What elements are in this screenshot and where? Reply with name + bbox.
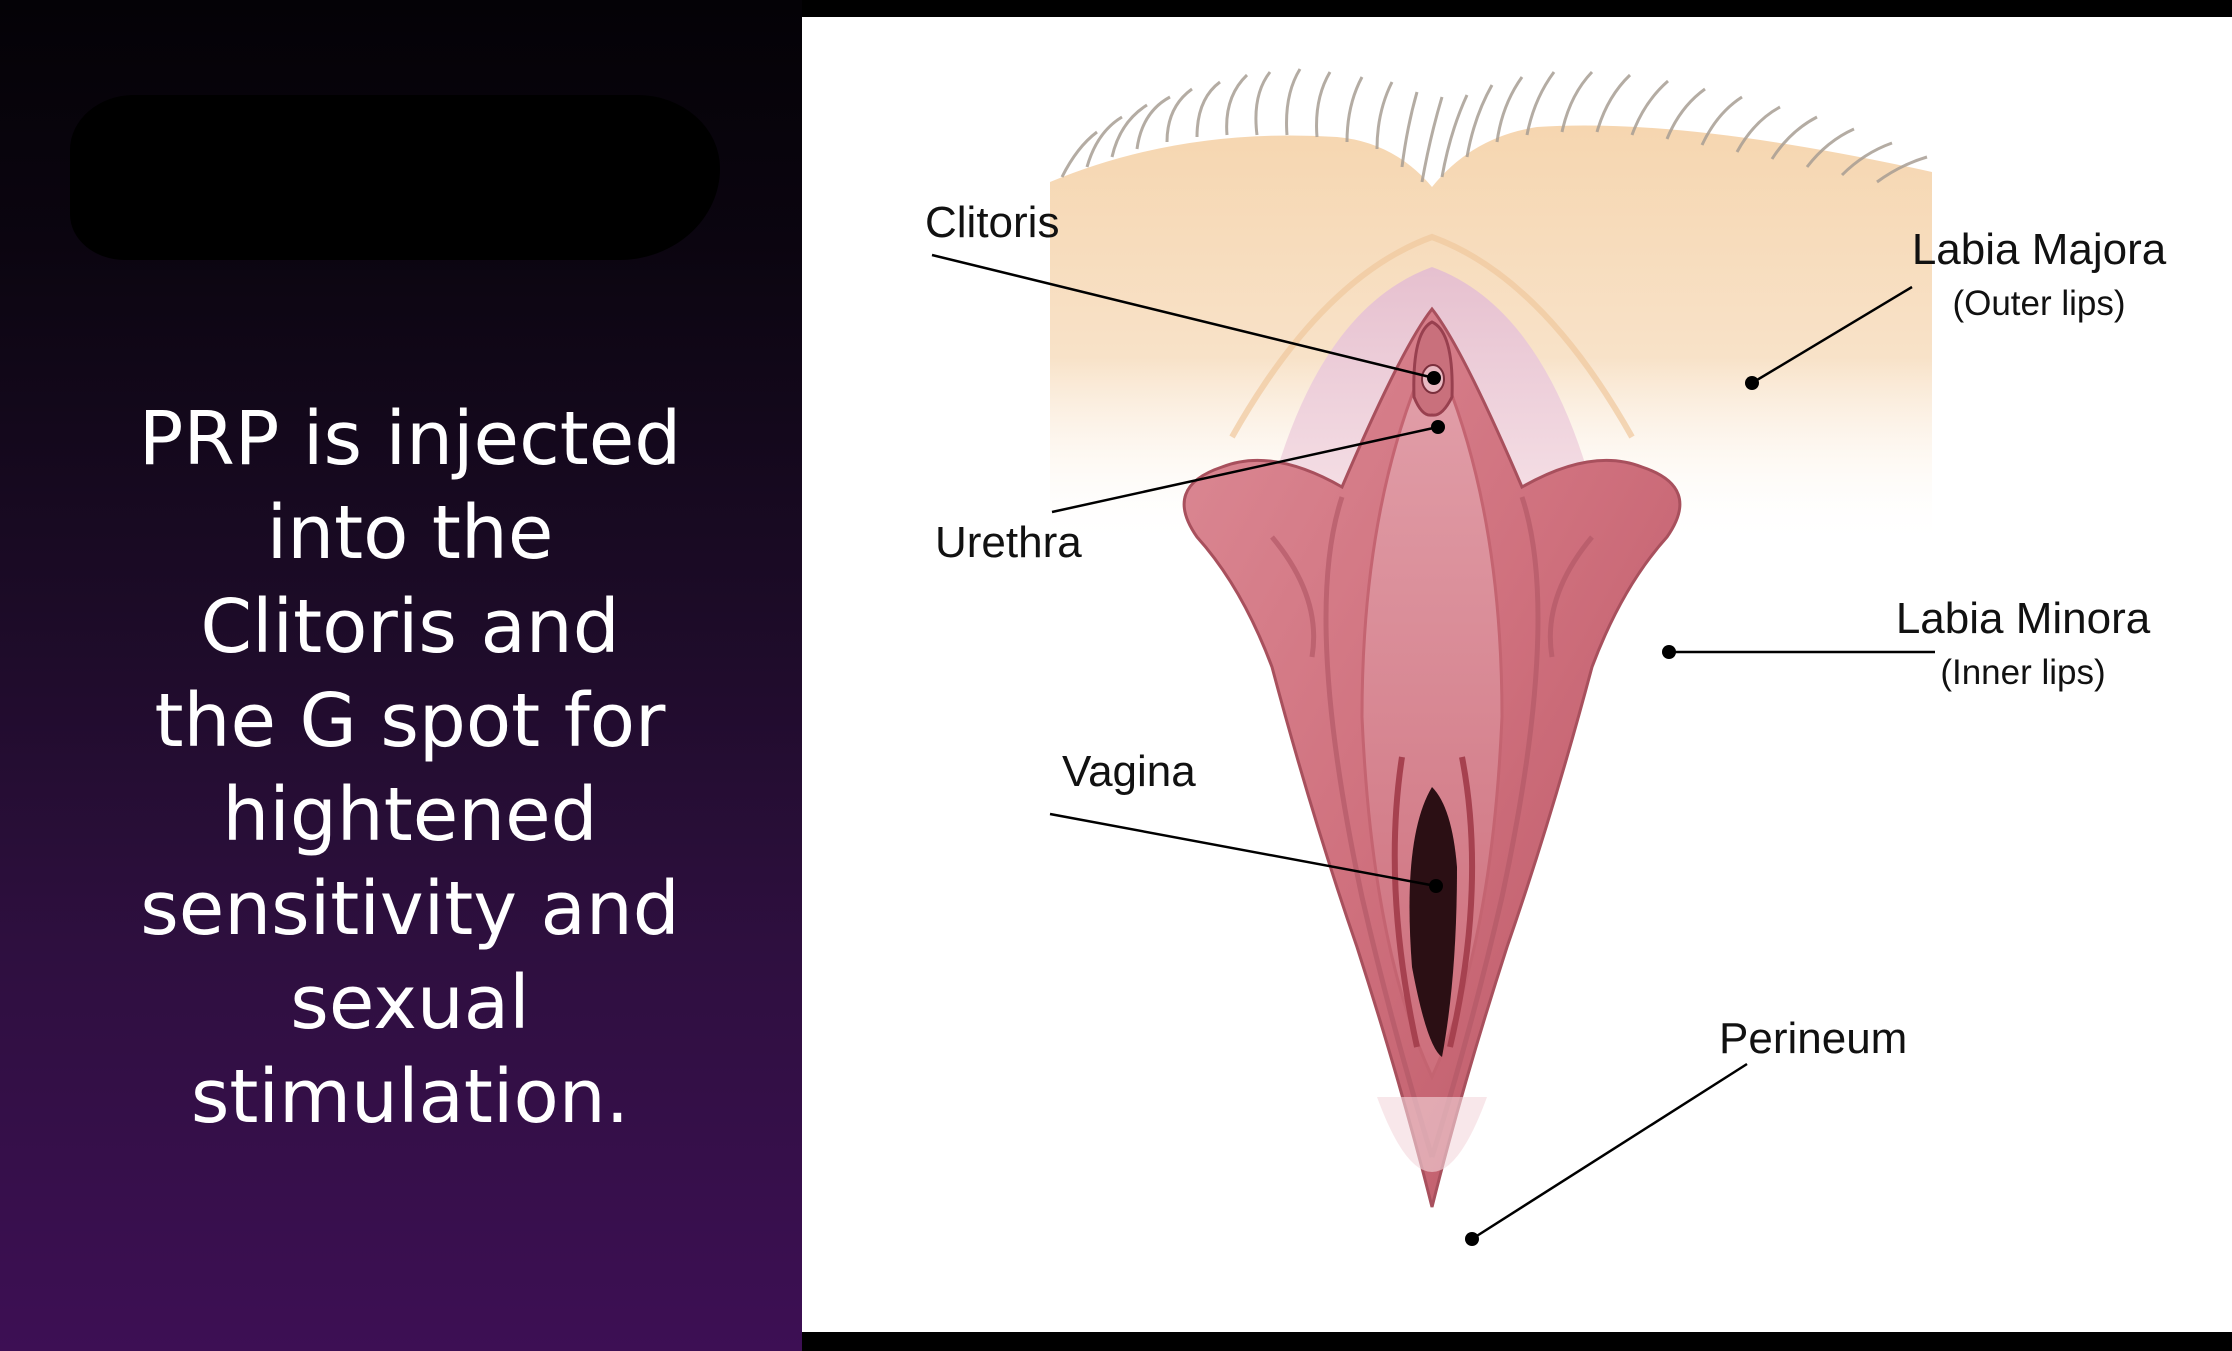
label-perineum: Perineum [1719,1014,1907,1063]
body-line: sexual [290,960,530,1046]
redacted-title [70,95,720,260]
text-panel: PRP is injected into the Clitoris and th… [0,0,802,1351]
leader-lines [931,253,1935,1241]
label-labia-majora: Labia Majora [1912,225,2167,274]
perineum-shape [1377,1097,1487,1172]
label-vagina: Vagina [1062,747,1196,796]
slide-body-text: PRP is injected into the Clitoris and th… [90,392,730,1144]
label-urethra: Urethra [935,518,1082,567]
anatomy-diagram-panel: Clitoris Urethra Labia Majora (Outer lip… [802,17,2232,1332]
labia-majora-crease [1229,233,1635,439]
body-line: hightened [222,772,598,858]
vaginal-opening [1409,787,1457,1057]
labia-folds [1270,496,1594,1158]
hymen-edge [1391,756,1476,1048]
body-line: into the [266,490,554,576]
body-line: sensitivity and [140,866,680,952]
hair-strokes [1060,68,1928,184]
label-labia-majora-sub: (Outer lips) [1952,284,2125,323]
anchor-dots [1427,371,1759,1246]
label-clitoris: Clitoris [925,198,1059,247]
label-labia-minora: Labia Minora [1896,594,2151,643]
anatomy-illustration: Clitoris Urethra Labia Majora (Outer lip… [925,68,2167,1246]
body-line: the G spot for [154,678,666,764]
body-line: stimulation. [190,1054,630,1140]
label-labia-minora-sub: (Inner lips) [1940,653,2105,692]
body-line: Clitoris and [200,584,620,670]
body-line: PRP is injected [138,396,682,482]
